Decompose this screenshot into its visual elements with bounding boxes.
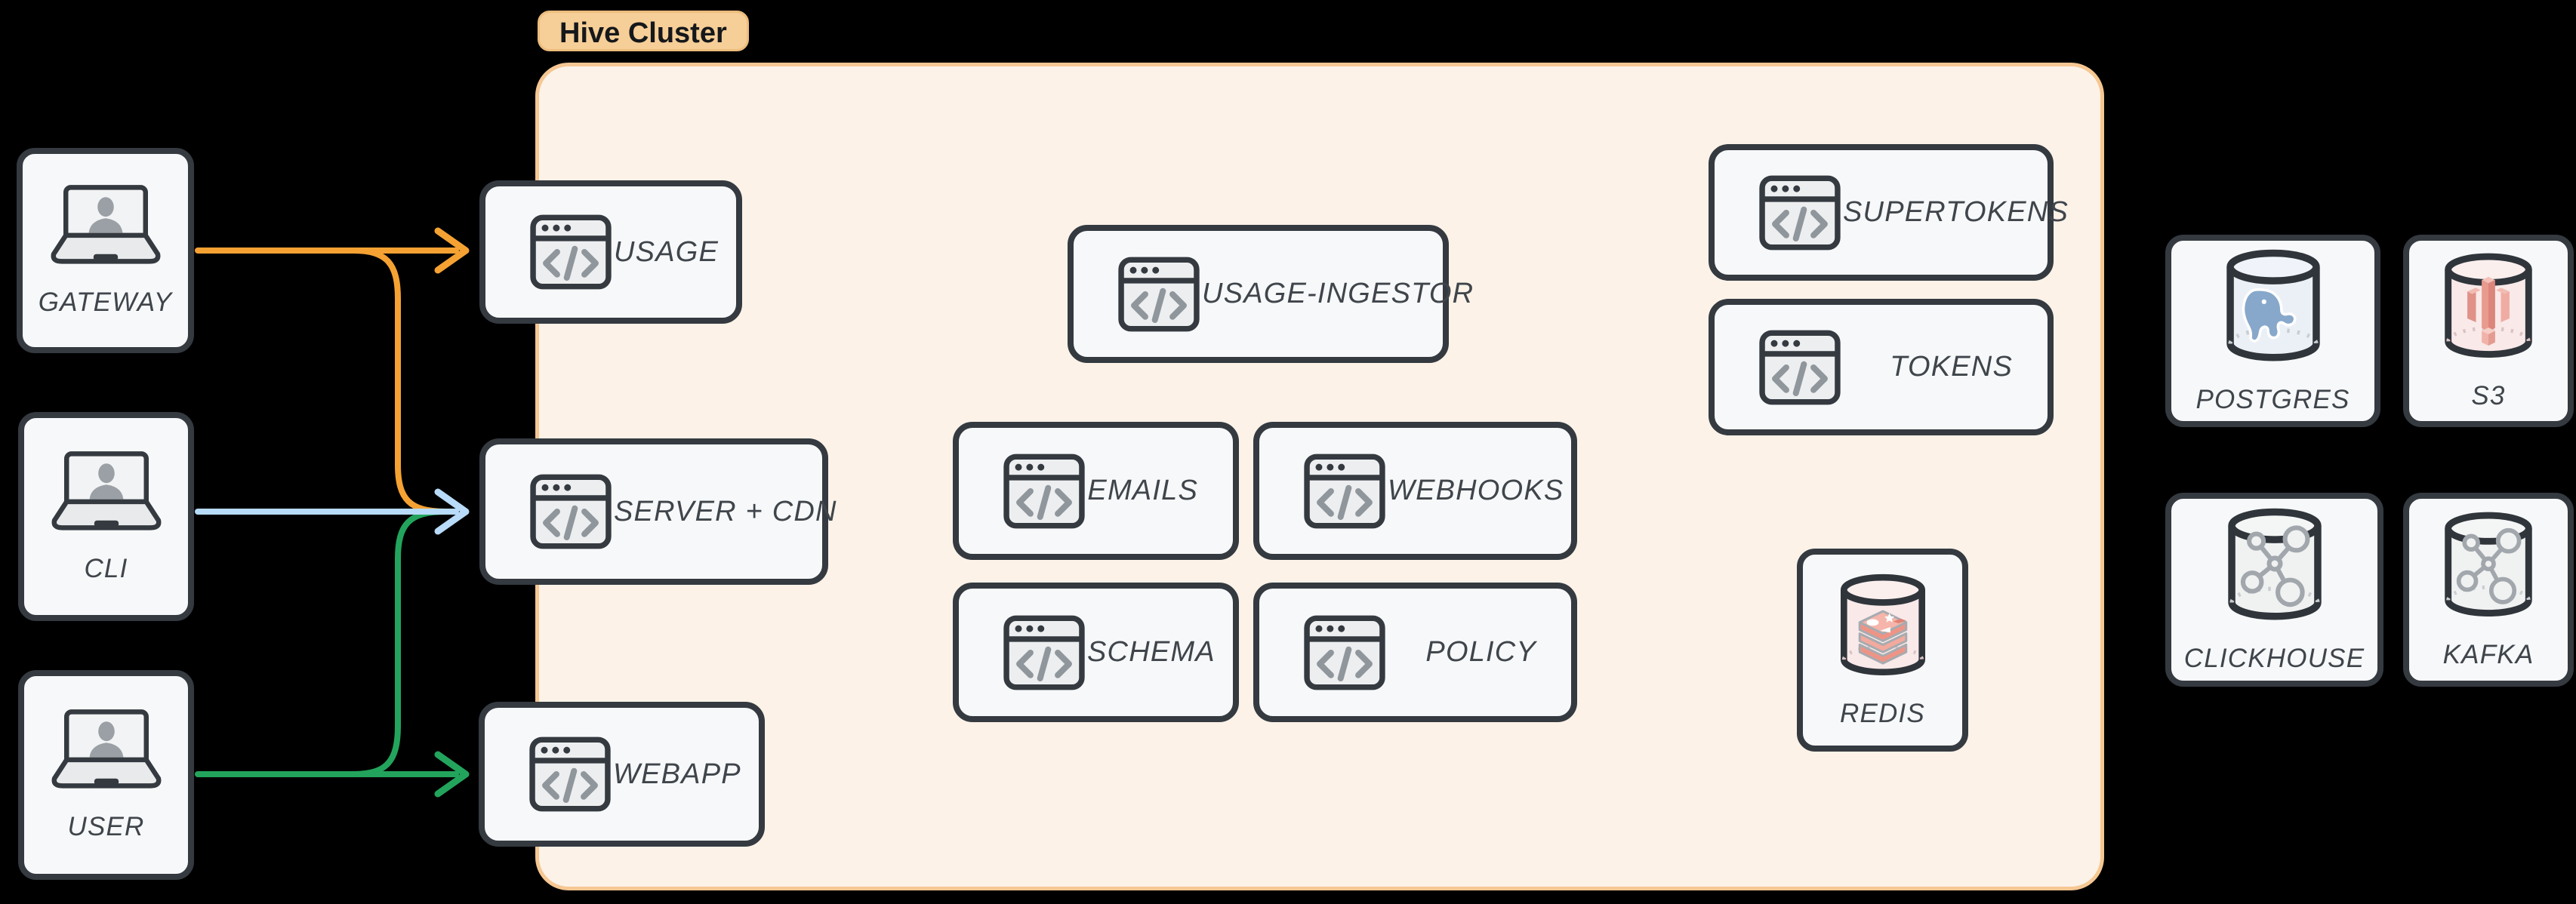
- node-label: POLICY: [1425, 636, 1536, 668]
- node-usage-ingestor[interactable]: USAGE-INGESTOR: [1068, 225, 1473, 363]
- node-webhooks[interactable]: WEBHOOKS: [1253, 422, 1577, 560]
- arrowhead-usage: [434, 227, 470, 274]
- edge-gateway-servercdn: [350, 248, 448, 515]
- node-label: USAGE-INGESTOR: [1202, 278, 1474, 309]
- node-kafka[interactable]: KAFKA: [2403, 493, 2574, 687]
- node-label: SCHEMA: [1087, 636, 1216, 668]
- code-window-icon: [1302, 453, 1388, 530]
- node-webapp[interactable]: WEBAPP: [479, 702, 765, 847]
- node-supertokens[interactable]: SUPERTOKENS: [1709, 144, 2068, 281]
- code-window-icon: [1116, 256, 1202, 333]
- node-label: EMAILS: [1087, 475, 1198, 506]
- edge-user-servercdn: [350, 509, 448, 777]
- node-label: REDIS: [1840, 698, 1925, 728]
- molecule-cylinder-icon: [2221, 506, 2328, 627]
- molecule-cylinder-icon: [2439, 510, 2538, 623]
- node-label: CLI: [84, 553, 128, 583]
- laptop-user-icon: [44, 183, 168, 268]
- node-emails[interactable]: EMAILS: [953, 422, 1239, 560]
- code-window-icon: [1757, 174, 1843, 251]
- node-clickhouse[interactable]: CLICKHOUSE: [2165, 493, 2383, 687]
- node-label: USER: [67, 812, 145, 841]
- node-schema[interactable]: SCHEMA: [953, 583, 1239, 722]
- code-window-icon: [528, 473, 614, 550]
- node-gateway[interactable]: GATEWAY: [17, 148, 194, 353]
- laptop-user-icon: [45, 708, 168, 792]
- node-label: SUPERTOKENS: [1843, 196, 2069, 228]
- node-redis[interactable]: REDIS: [1797, 549, 1968, 752]
- node-policy[interactable]: POLICY: [1253, 583, 1577, 722]
- node-server-cdn[interactable]: SERVER + CDN: [479, 438, 836, 585]
- node-cli[interactable]: CLI: [18, 412, 194, 621]
- code-window-icon: [527, 736, 613, 813]
- arrowhead-servercdn: [434, 488, 470, 535]
- node-label: POSTGRES: [2195, 384, 2350, 414]
- node-label: WEBAPP: [613, 758, 741, 790]
- node-label: TOKENS: [1890, 351, 2013, 383]
- node-tokens[interactable]: TOKENS: [1709, 299, 2054, 435]
- node-label: GATEWAY: [38, 287, 173, 317]
- code-window-icon: [1001, 614, 1087, 691]
- postgres-cylinder-icon: [2220, 248, 2327, 368]
- node-label: KAFKA: [2442, 639, 2534, 669]
- arrowhead-webapp: [434, 751, 470, 798]
- node-label: CLICKHOUSE: [2183, 643, 2365, 673]
- node-label: S3: [2471, 380, 2506, 410]
- node-label: USAGE: [614, 235, 719, 268]
- code-window-icon: [1757, 329, 1843, 406]
- node-s3[interactable]: S3: [2403, 235, 2574, 427]
- code-window-icon: [1001, 453, 1087, 530]
- code-window-icon: [528, 214, 614, 291]
- hive-cluster-label: Hive Cluster: [538, 11, 749, 51]
- redis-cylinder-icon: [1835, 572, 1931, 682]
- code-window-icon: [1302, 614, 1388, 691]
- node-user[interactable]: USER: [18, 670, 194, 880]
- node-usage[interactable]: USAGE: [479, 180, 742, 324]
- s3-cylinder-icon: [2439, 251, 2538, 364]
- node-label: SERVER + CDN: [614, 495, 837, 527]
- node-postgres[interactable]: POSTGRES: [2165, 235, 2380, 427]
- laptop-user-icon: [45, 450, 168, 534]
- node-label: WEBHOOKS: [1388, 475, 1564, 506]
